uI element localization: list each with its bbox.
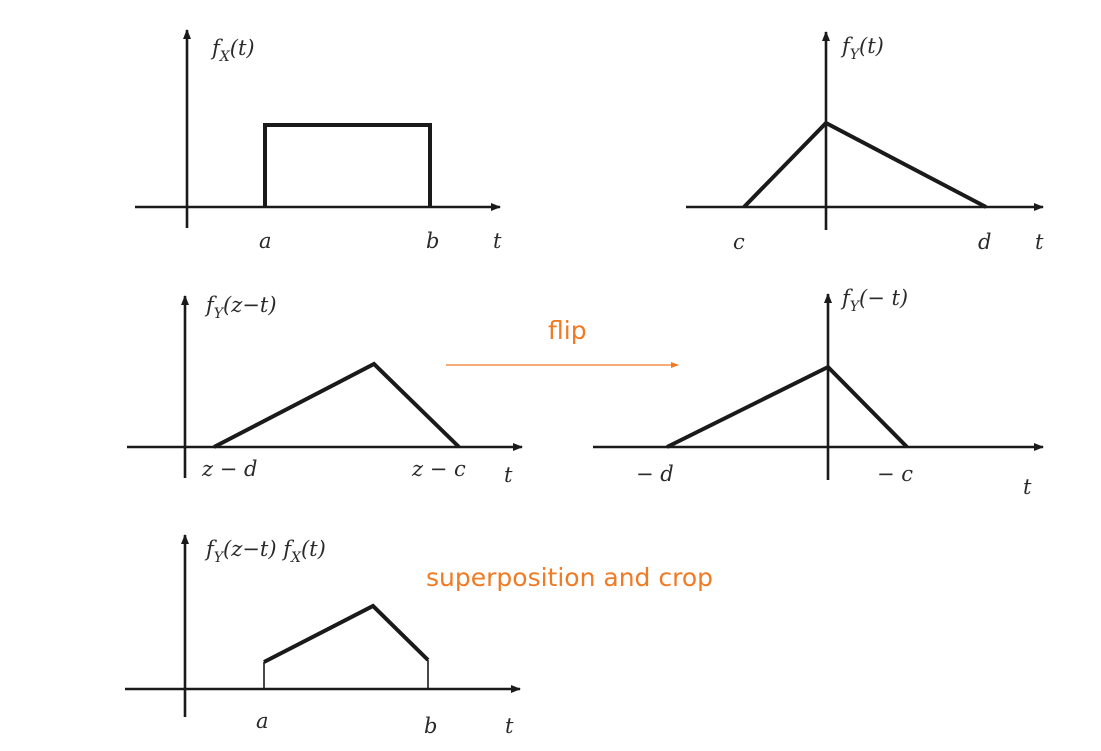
panel-fy-flipped: fY(− t) − d − c t	[593, 286, 1044, 499]
product-curve	[263, 603, 430, 664]
fx-label-b: b	[426, 229, 439, 253]
fy-flip-label-minus-c: − c	[877, 462, 913, 486]
annotations: flip superposition and crop	[426, 316, 713, 592]
flip-annotation: flip	[548, 316, 587, 345]
fy-shift-label-z-minus-d: z − d	[201, 457, 257, 481]
fx-rectangle-curve	[263, 123, 432, 207]
fy-flip-label-minus-d: − d	[636, 462, 674, 486]
superposition-annotation: superposition and crop	[426, 563, 713, 592]
fx-title: fX(t)	[210, 36, 255, 65]
panel-product: fY(z−t) fX(t) a b t	[125, 534, 521, 738]
fy-flip-triangle-curve	[666, 364, 909, 449]
fy-label-t: t	[1035, 230, 1044, 254]
panel-fy: fY(t) c d t	[686, 31, 1044, 254]
fy-shift-label-t: t	[504, 463, 513, 487]
fy-shift-label-z-minus-c: z − c	[411, 457, 466, 481]
fy-shift-title: fY(z−t)	[204, 293, 277, 322]
fy-flip-label-t: t	[1023, 475, 1032, 499]
fy-shift-triangle-curve	[213, 361, 461, 449]
fy-triangle-curve	[742, 120, 987, 209]
fy-label-d: d	[978, 230, 991, 254]
fy-title: fY(t)	[840, 34, 884, 63]
product-label-a: a	[256, 709, 269, 733]
product-title: fY(z−t) fX(t)	[204, 537, 326, 566]
fx-label-a: a	[259, 229, 272, 253]
product-label-t: t	[505, 714, 514, 738]
fy-label-c: c	[733, 230, 745, 254]
fy-flip-title: fY(− t)	[840, 286, 908, 315]
product-label-b: b	[424, 714, 437, 738]
panel-fx: fX(t) a b t	[135, 29, 502, 253]
fx-label-t: t	[493, 229, 502, 253]
panel-fy-shifted: fY(z−t) z − d z − c t	[127, 293, 523, 487]
